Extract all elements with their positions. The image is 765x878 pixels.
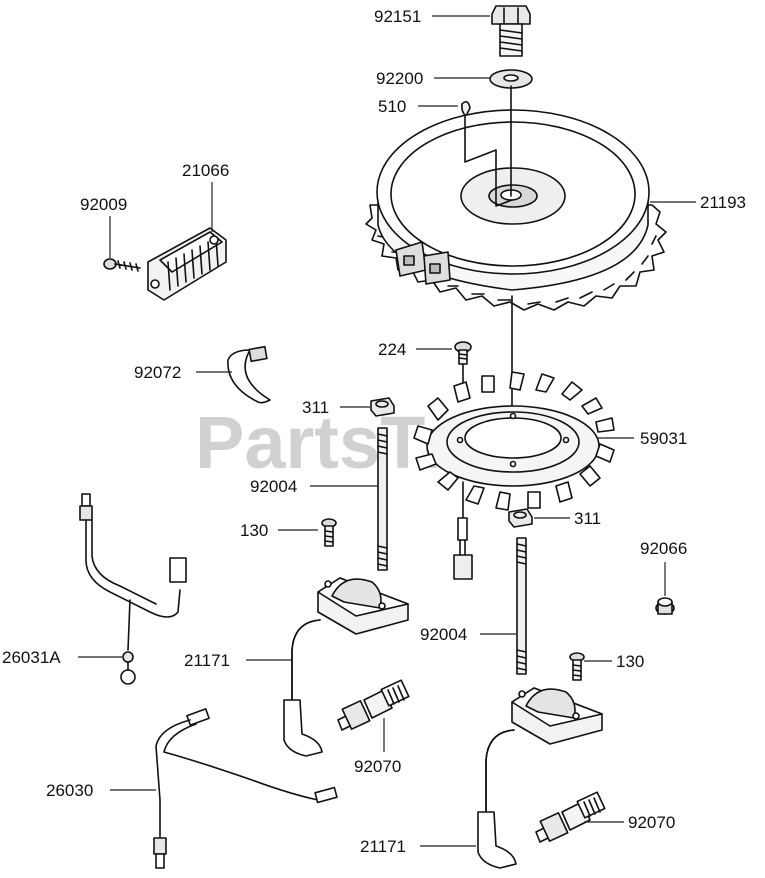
stator-lead-connector[interactable] (453, 481, 473, 580)
harness-26031a[interactable] (79, 493, 187, 685)
label-21193: 21193 (700, 193, 746, 212)
label-130-left: 130 (240, 521, 268, 540)
label-92070-left: 92070 (354, 757, 401, 776)
label-21171-left: 21171 (184, 651, 230, 670)
nut-311-top[interactable] (370, 397, 395, 417)
regulator-21066[interactable] (147, 227, 227, 301)
label-21066: 21066 (182, 161, 229, 180)
nut-311-bottom[interactable] (508, 508, 533, 528)
label-26031a: 26031A (2, 648, 61, 667)
cable-tie-92072[interactable] (227, 345, 271, 404)
grommet-92066[interactable] (655, 597, 675, 615)
harness-26030[interactable] (153, 708, 338, 869)
label-92070-right: 92070 (628, 813, 675, 832)
label-311-bottom: 311 (574, 509, 601, 528)
label-21171-right: 21171 (360, 837, 406, 856)
key-510[interactable] (461, 100, 471, 117)
spark-plug-92070-right[interactable] (535, 791, 606, 843)
label-311-top: 311 (302, 398, 329, 417)
leader-lines (78, 15, 696, 847)
label-92200: 92200 (376, 69, 423, 88)
key-axis-line (464, 115, 513, 207)
stud-92004-left[interactable] (377, 427, 388, 571)
label-510: 510 (378, 97, 406, 116)
label-59031: 59031 (640, 429, 687, 448)
label-92004-left: 92004 (250, 477, 297, 496)
label-130-right: 130 (616, 652, 644, 671)
label-26030: 26030 (46, 781, 93, 800)
flywheel-21193[interactable] (365, 109, 667, 311)
screw-92009[interactable] (103, 258, 141, 272)
label-92072: 92072 (134, 363, 181, 382)
ignition-coil-21171-left[interactable] (283, 577, 409, 757)
spark-plug-92070-left[interactable] (337, 679, 410, 731)
stator-59031[interactable] (413, 371, 615, 511)
label-224: 224 (378, 340, 406, 359)
label-92009: 92009 (80, 195, 127, 214)
label-92066: 92066 (640, 539, 687, 558)
stud-92004-right[interactable] (516, 537, 527, 675)
label-92004-right: 92004 (420, 625, 467, 644)
part-labels: 92151 92200 510 21066 92009 21193 224 92… (2, 7, 746, 856)
ignition-coil-21171-right[interactable] (477, 687, 603, 869)
bolt-224[interactable] (454, 341, 472, 365)
bolt-130-left[interactable] (321, 518, 337, 547)
bolt-130-right[interactable] (569, 652, 585, 681)
bolt-92151[interactable] (491, 5, 531, 57)
label-92151: 92151 (374, 7, 421, 26)
